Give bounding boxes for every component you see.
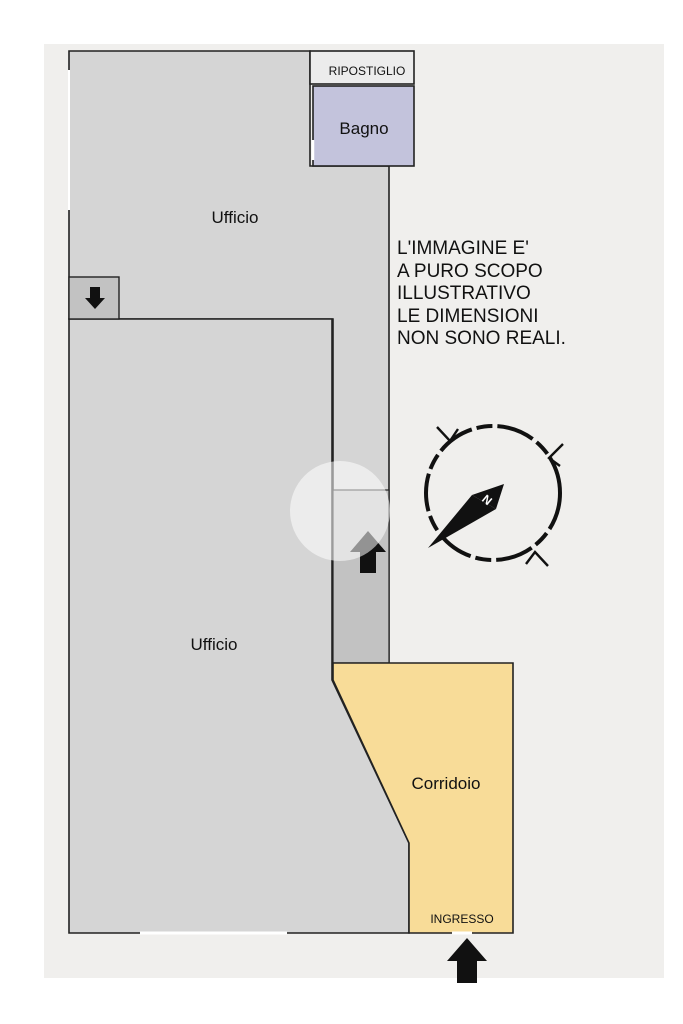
compass-tick-bottom-right [525,550,549,567]
compass-ring [424,424,562,562]
room-label-ripostiglio: RIPOSTIGLIO [329,64,406,78]
compass-tick-right-top [547,443,564,467]
disclaimer-line: A PURO SCOPO [397,260,543,282]
compass-tick-top-left [436,426,459,443]
down-arrow-icon [85,287,105,309]
ripostiglio-room [309,50,415,85]
disclaimer-line: NON SONO REALI. [397,328,566,349]
compass-needle-tip [472,484,504,509]
room-label-ufficio-top: Ufficio [212,208,259,227]
disclaimer-line: L'IMMAGINE E' [397,238,529,259]
room-label-corridoio: Corridoio [412,774,481,793]
room-label-ingresso: INGRESSO [430,912,493,926]
room-label-ufficio-main: Ufficio [191,635,238,654]
watermark-circle [290,461,390,561]
disclaimer-line: LE DIMENSIONI [397,305,539,327]
room-label-bagno: Bagno [339,119,388,138]
bathroom-room [312,85,415,167]
entrance-arrow-icon [447,938,487,983]
disclaimer-note: L'IMMAGINE E' A PURO SCOPO ILLUSTRATIVO … [397,238,566,351]
corridor-room [332,662,514,934]
disclaimer-line: ILLUSTRATIVO [397,283,531,304]
compass: N [424,424,564,567]
compass-needle-icon [428,495,496,548]
